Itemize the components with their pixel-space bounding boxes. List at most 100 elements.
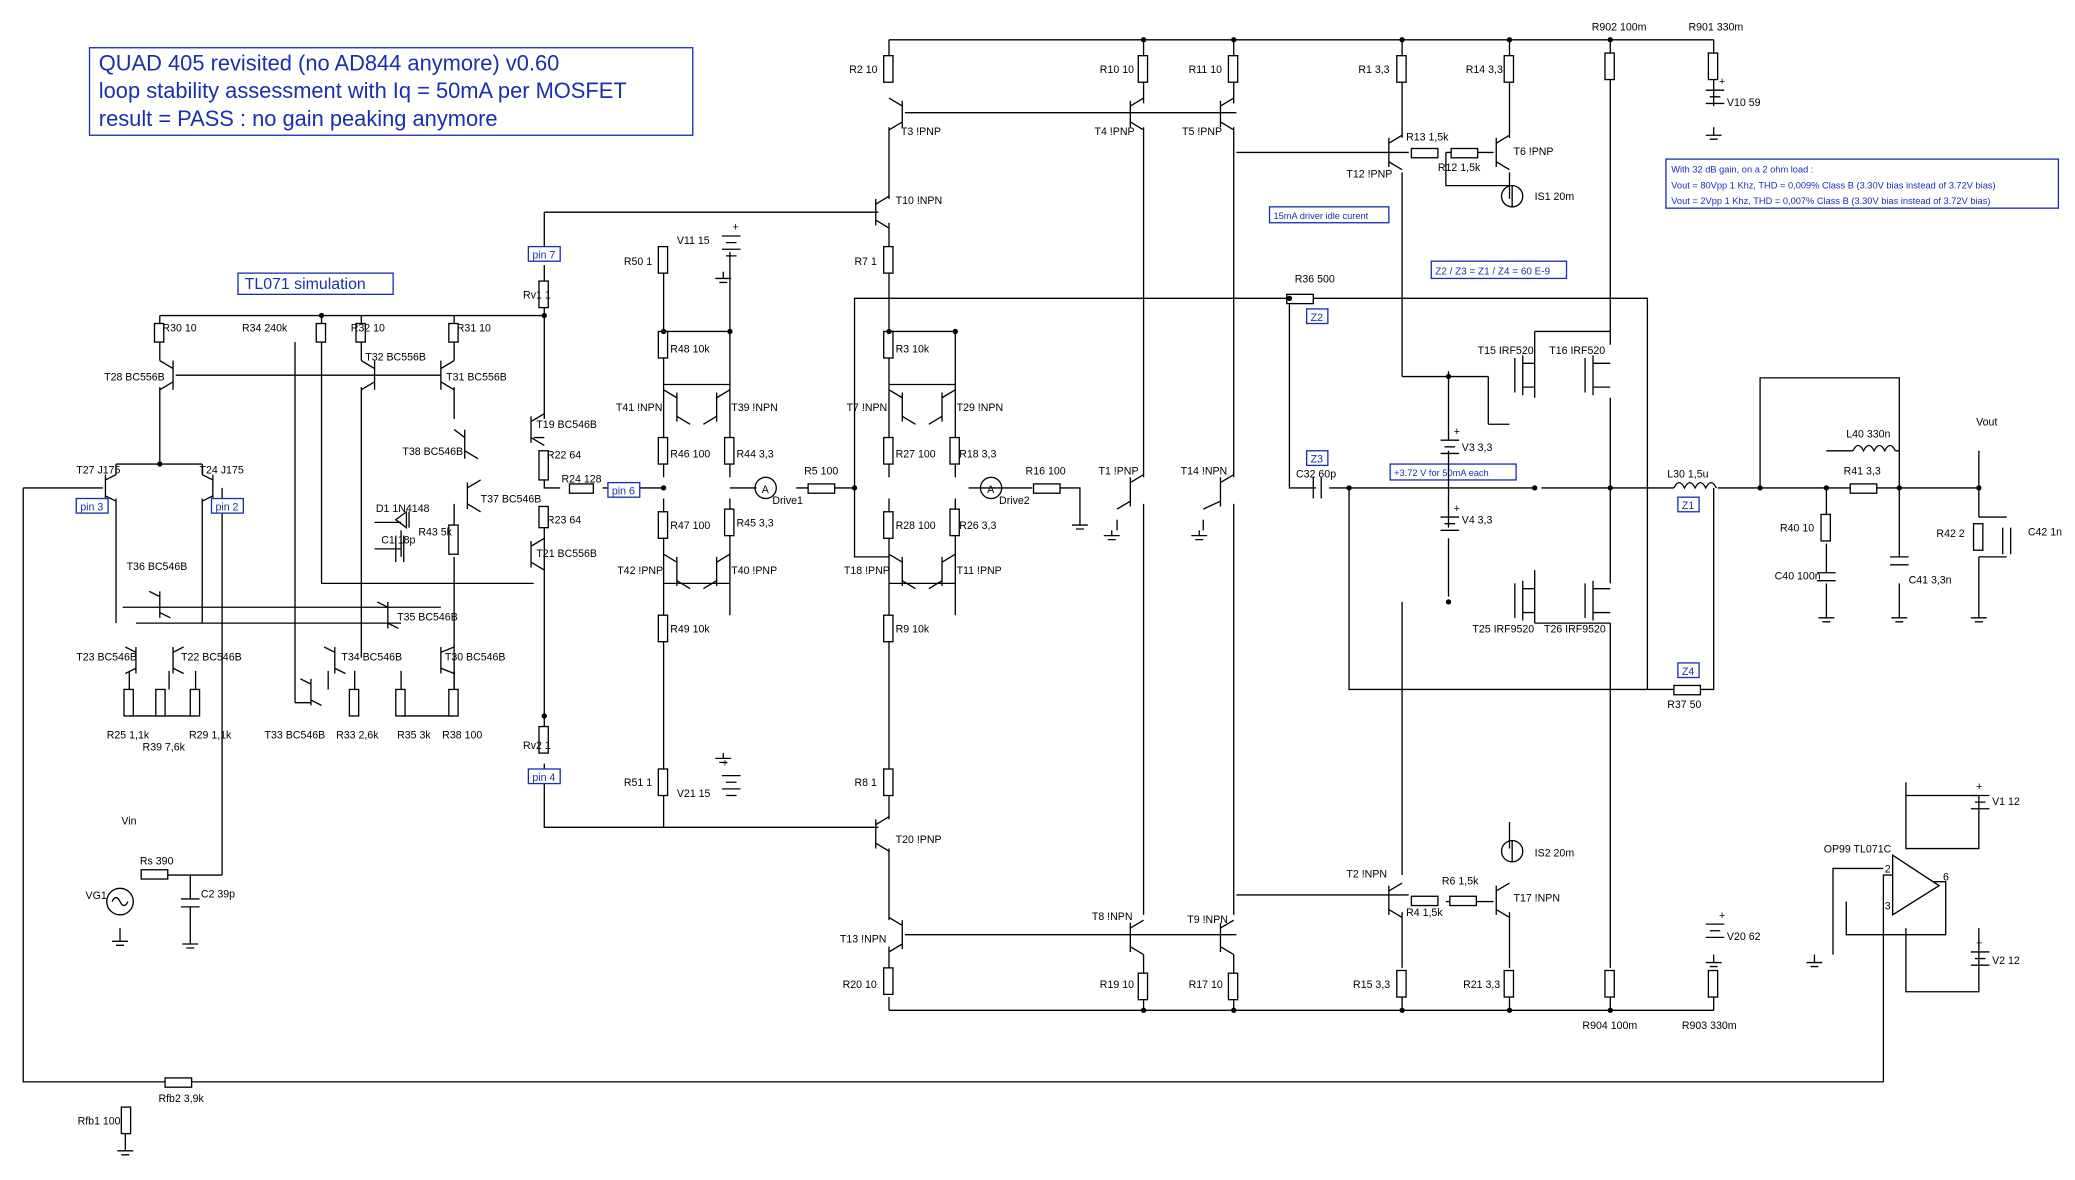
label-c42: C42 1n — [2028, 527, 2062, 539]
plus-v1: + — [1976, 781, 1982, 793]
label-t16: T16 IRF520 — [1549, 345, 1605, 357]
label-t32: T32 BC556B — [365, 352, 426, 364]
label-is2: IS2 20m — [1535, 847, 1575, 859]
svg-text:Z4: Z4 — [1682, 666, 1694, 678]
label-r4: R4 1,5k — [1406, 907, 1443, 919]
transistor-symbols — [104, 97, 1611, 956]
label-r40: R40 10 — [1780, 523, 1814, 535]
transistor-t29 — [928, 389, 956, 425]
transistor-t17 — [1495, 882, 1510, 919]
passives — [106, 184, 2012, 937]
resistor-r11 — [1227, 55, 1239, 83]
battery-v20 — [1705, 923, 1725, 939]
label-t25: T25 IRF9520 — [1472, 623, 1534, 635]
mosfet-t15 — [1514, 355, 1535, 396]
label-t28: T28 BC556B — [104, 372, 165, 384]
label-r6: R6 1,5k — [1442, 875, 1479, 887]
pin-box-6: pin 6 — [607, 481, 641, 498]
z-box-1: Z1 — [1677, 496, 1700, 513]
label-r3: R3 10k — [896, 344, 930, 356]
transistor-t4 — [1129, 97, 1144, 131]
resistor-r15 — [1396, 969, 1407, 998]
transistor-t13 — [888, 916, 903, 953]
label-v2: V2 12 — [1992, 955, 2020, 967]
resistor-r2 — [883, 55, 894, 83]
resistor-r35 — [395, 688, 406, 717]
label-r44: R44 3,3 — [737, 448, 774, 460]
pin-box-2: pin 2 — [210, 497, 244, 514]
svg-text:pin 3: pin 3 — [80, 501, 103, 513]
capacitor-c32 — [1312, 477, 1322, 499]
label-t15: T15 IRF520 — [1478, 345, 1534, 357]
transistor-t23 — [125, 646, 137, 675]
label-t29: T29 !NPN — [957, 402, 1004, 414]
label-r38: R38 100 — [442, 729, 482, 741]
transistor-t41 — [663, 389, 691, 425]
transistor-t36 — [148, 590, 171, 619]
label-r35: R35 3k — [397, 729, 431, 741]
label-r11: R11 10 — [1189, 64, 1222, 76]
label-drive2: Drive2 — [999, 495, 1030, 507]
resistor-rv21 — [538, 725, 549, 754]
label-l30: L30 1,5u — [1667, 468, 1708, 480]
label-t35: T35 BC546B — [397, 611, 458, 623]
label-r23: R23 64 — [547, 515, 581, 527]
label-rs: Rs 390 — [140, 855, 174, 867]
label-t36: T36 BC546B — [127, 561, 188, 573]
label-r51: R51 1 — [624, 777, 652, 789]
opamp-op99 — [1892, 853, 1941, 917]
sinewave-source-vg1 — [106, 887, 134, 916]
label-r30: R30 10 — [162, 322, 196, 334]
transistor-t20 — [875, 816, 890, 852]
transistor-t11 — [928, 553, 956, 590]
label-l40: L40 330n — [1846, 429, 1890, 441]
resistor-r1 — [1396, 55, 1407, 83]
opamp-pin-2: 2 — [1885, 863, 1891, 875]
resistors — [120, 52, 1984, 1135]
resistor-r26 — [949, 508, 960, 537]
wires — [22, 39, 1980, 1083]
transistor-t2 — [1388, 882, 1403, 919]
transistor-t37 — [466, 479, 481, 513]
label-vg1: VG1 — [86, 890, 107, 902]
transistor-t31 — [440, 360, 455, 391]
label-c2: C2 39p — [201, 889, 235, 901]
title-line-3: result = PASS : no gain peaking anymore — [99, 106, 498, 131]
label-t39: T39 !NPN — [731, 402, 778, 414]
label-d1: D1 1N4148 — [376, 503, 430, 515]
plus-v20: + — [1719, 910, 1725, 922]
resistor-r7 — [883, 245, 894, 274]
label-r10: R10 10 — [1100, 64, 1134, 76]
label-t17: T17 !NPN — [1513, 893, 1560, 905]
label-r39: R39 7,6k — [143, 741, 186, 753]
label-t23: T23 BC546B — [76, 651, 137, 663]
label-r20: R20 10 — [843, 979, 877, 991]
label-t10: T10 !NPN — [896, 195, 943, 207]
label-t4: T4 !PNP — [1095, 126, 1135, 138]
transistor-t24 — [201, 474, 214, 502]
label-t38: T38 BC546B — [402, 446, 463, 458]
label-t20: T20 !PNP — [896, 834, 942, 846]
resistor-rfb1 — [120, 1106, 132, 1135]
resistor-rs — [140, 869, 169, 880]
z-box-3: Z3 — [1305, 450, 1329, 467]
label-t30: T30 BC546B — [445, 651, 506, 663]
capacitor-c1 — [395, 535, 405, 563]
label-r25: R25 1,1k — [107, 729, 150, 741]
label-t14: T14 !NPN — [1181, 466, 1228, 478]
z-box-2: Z2 — [1305, 308, 1329, 325]
label-r28: R28 100 — [896, 520, 936, 532]
label-t27: T27 J175 — [76, 464, 120, 476]
resistor-r4 — [1410, 895, 1439, 907]
transistor-t22 — [172, 646, 184, 675]
label-r5: R5 100 — [804, 466, 838, 478]
resistor-r10 — [1137, 55, 1149, 83]
label-t11: T11 !PNP — [957, 565, 1002, 577]
resistor-r45 — [723, 508, 735, 537]
label-vin: Vin — [121, 816, 136, 828]
resistor-r49 — [657, 614, 669, 643]
label-r15: R15 3,3 — [1353, 979, 1390, 991]
meter-symbol-drive1: A — [762, 484, 770, 496]
mosfet-t16 — [1584, 355, 1611, 396]
grounds — [112, 127, 1987, 1156]
